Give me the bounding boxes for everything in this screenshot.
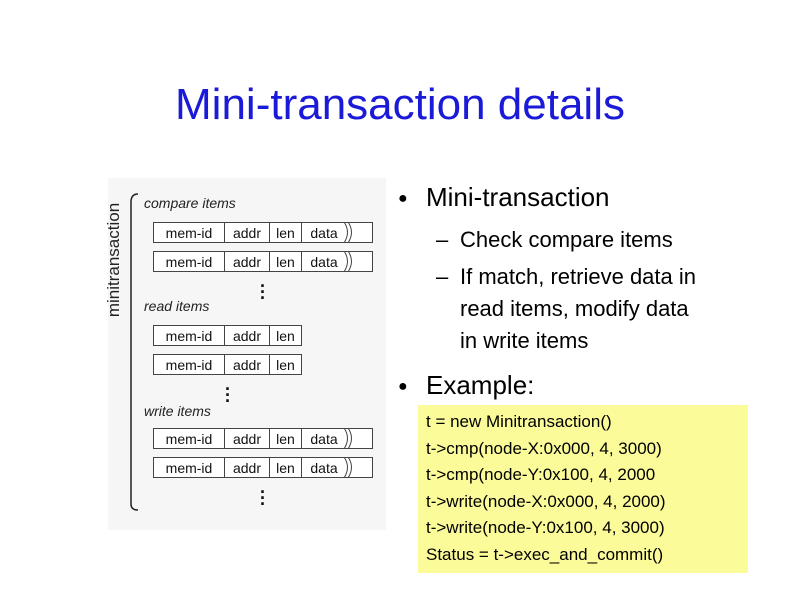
bullet-text: Example:: [426, 370, 535, 400]
code-line: t->cmp(node-Y:0x100, 4, 2000: [426, 465, 656, 485]
data-cell: data: [301, 457, 347, 478]
sub-bullet-dash: –: [436, 227, 449, 252]
code-line: t->write(node-X:0x000, 4, 2000): [426, 491, 666, 511]
brace-line: [130, 193, 139, 511]
addr-cell: addr: [224, 325, 270, 346]
write-items-label: write items: [144, 403, 211, 419]
addr-cell: addr: [224, 457, 270, 478]
ellipsis-marker: ...: [260, 271, 266, 303]
len-cell: len: [269, 251, 302, 272]
read-item-row-1: mem-id addr len: [153, 325, 302, 346]
write-item-row-1: mem-id addr len data: [153, 428, 373, 449]
write-item-row-2: mem-id addr len data: [153, 457, 373, 478]
mem-id-cell: mem-id: [153, 354, 225, 375]
data-cell: data: [301, 251, 347, 272]
sub-bullet-dash: –: [436, 264, 449, 289]
len-cell: len: [269, 428, 302, 449]
mem-id-cell: mem-id: [153, 222, 225, 243]
read-item-row-2: mem-id addr len: [153, 354, 302, 375]
mem-id-cell: mem-id: [153, 325, 225, 346]
data-tail: [343, 222, 373, 243]
code-line: Status = t->exec_and_commit(): [426, 544, 664, 564]
len-cell: len: [269, 325, 302, 346]
mem-id-cell: mem-id: [153, 428, 225, 449]
slide-title: Mini-transaction details: [175, 80, 625, 129]
sub-bullet-text: If match, retrieve data in read items, m…: [460, 261, 760, 357]
minitransaction-label: minitransaction: [104, 202, 123, 318]
addr-cell: addr: [224, 428, 270, 449]
code-line: t = new Minitransaction(): [426, 412, 612, 431]
bullet-dot: ●: [398, 190, 408, 207]
compare-items-label: compare items: [144, 195, 236, 211]
code-line: t->write(node-Y:0x100, 4, 3000): [426, 518, 665, 538]
len-cell: len: [269, 457, 302, 478]
len-cell: len: [269, 354, 302, 375]
bullet-dot: ●: [398, 378, 408, 395]
addr-cell: addr: [224, 251, 270, 272]
ellipsis-marker: ...: [260, 477, 266, 509]
mem-id-cell: mem-id: [153, 457, 225, 478]
ellipsis-marker: ...: [225, 374, 231, 406]
data-cell: data: [301, 222, 347, 243]
sub-bullet-line: in write items: [460, 328, 589, 353]
addr-cell: addr: [224, 354, 270, 375]
compare-item-row-1: mem-id addr len data: [153, 222, 373, 243]
sub-bullet-line: read items, modify data: [460, 296, 689, 321]
read-items-label: read items: [144, 298, 210, 314]
bullet-text: Mini-transaction: [426, 182, 610, 212]
addr-cell: addr: [224, 222, 270, 243]
sub-bullet-line: If match, retrieve data in: [460, 264, 696, 289]
data-tail: [343, 457, 373, 478]
example-code-box: t = new Minitransaction() t->cmp(node-X:…: [418, 405, 748, 573]
data-tail: [343, 251, 373, 272]
data-cell: data: [301, 428, 347, 449]
compare-item-row-2: mem-id addr len data: [153, 251, 373, 272]
data-tail: [343, 428, 373, 449]
sub-bullet-text: Check compare items: [460, 227, 673, 252]
len-cell: len: [269, 222, 302, 243]
mem-id-cell: mem-id: [153, 251, 225, 272]
code-line: t->cmp(node-X:0x000, 4, 3000): [426, 438, 662, 458]
